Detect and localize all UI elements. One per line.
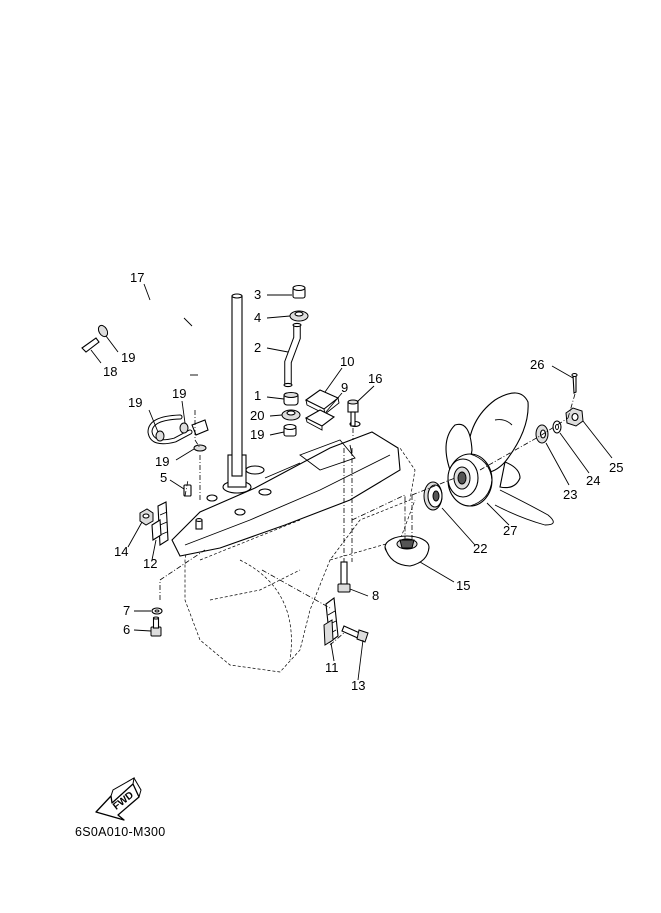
callout-5: 5	[160, 470, 167, 485]
leader-lines	[90, 283, 613, 681]
callout-9: 9	[341, 380, 348, 395]
callout-22: 22	[473, 541, 487, 556]
hose-loop	[147, 414, 193, 445]
callout-11: 11	[325, 660, 339, 675]
callout-7: 7	[123, 603, 130, 618]
bolt-8	[337, 561, 351, 593]
callout-8: 8	[372, 588, 379, 603]
callout-10: 10	[340, 354, 354, 369]
rubber-seal-9	[304, 409, 336, 431]
anode-12	[151, 501, 169, 546]
alignment-lines	[159, 393, 576, 646]
collar-20	[283, 423, 297, 437]
bolt-16	[347, 399, 359, 427]
callout-19-d: 19	[155, 454, 169, 469]
callout-13: 13	[351, 678, 365, 693]
hose-clamp-19	[97, 324, 207, 452]
driveshaft	[231, 293, 243, 477]
callout-labels: 17 3 4 2 19 18 10 16 1 9 19 19 20 19 19 …	[103, 270, 623, 693]
callout-4: 4	[254, 310, 261, 325]
callout-26: 26	[530, 357, 544, 372]
callout-17: 17	[130, 270, 144, 285]
callout-2: 2	[254, 340, 261, 355]
fwd-arrow-icon: FWD	[95, 777, 142, 821]
callout-19-b: 19	[172, 386, 186, 401]
propeller-27	[445, 392, 554, 526]
gear-case-top	[171, 420, 401, 557]
washer-23	[535, 424, 549, 444]
grommet-21	[281, 409, 301, 421]
callout-21: 20	[250, 408, 264, 423]
callout-15: 15	[456, 578, 470, 593]
trim-tab-11	[323, 596, 339, 646]
water-tube-17	[110, 297, 209, 436]
thrust-washer-22	[423, 481, 443, 511]
cone-15	[384, 535, 430, 567]
callout-1: 1	[254, 388, 261, 403]
callout-24: 24	[586, 473, 600, 488]
grommet-3	[292, 284, 306, 299]
grommet-4	[289, 310, 309, 322]
hose-nipple-18	[81, 337, 100, 353]
washer-7	[151, 607, 163, 615]
callout-25: 25	[609, 460, 623, 475]
callout-6: 6	[123, 622, 130, 637]
callout-19-a: 19	[121, 350, 135, 365]
diagram-code: 6S0A010-M300	[75, 825, 165, 839]
water-pipe-2	[283, 322, 302, 388]
callout-16: 16	[368, 371, 382, 386]
cotter-pin-26	[571, 372, 578, 394]
bolt-6	[150, 616, 162, 637]
seal-1	[283, 392, 299, 406]
callout-27: 27	[503, 523, 517, 538]
nut-14	[139, 508, 154, 526]
callout-19-c: 19	[128, 395, 142, 410]
plate-bolt	[195, 518, 203, 530]
callout-12: 12	[143, 556, 157, 571]
callout-20: 19	[250, 427, 264, 442]
callout-23: 23	[563, 487, 577, 502]
callout-14: 14	[114, 544, 128, 559]
callout-18: 18	[103, 364, 117, 379]
callout-3: 3	[254, 287, 261, 302]
bolt-13	[341, 625, 369, 643]
